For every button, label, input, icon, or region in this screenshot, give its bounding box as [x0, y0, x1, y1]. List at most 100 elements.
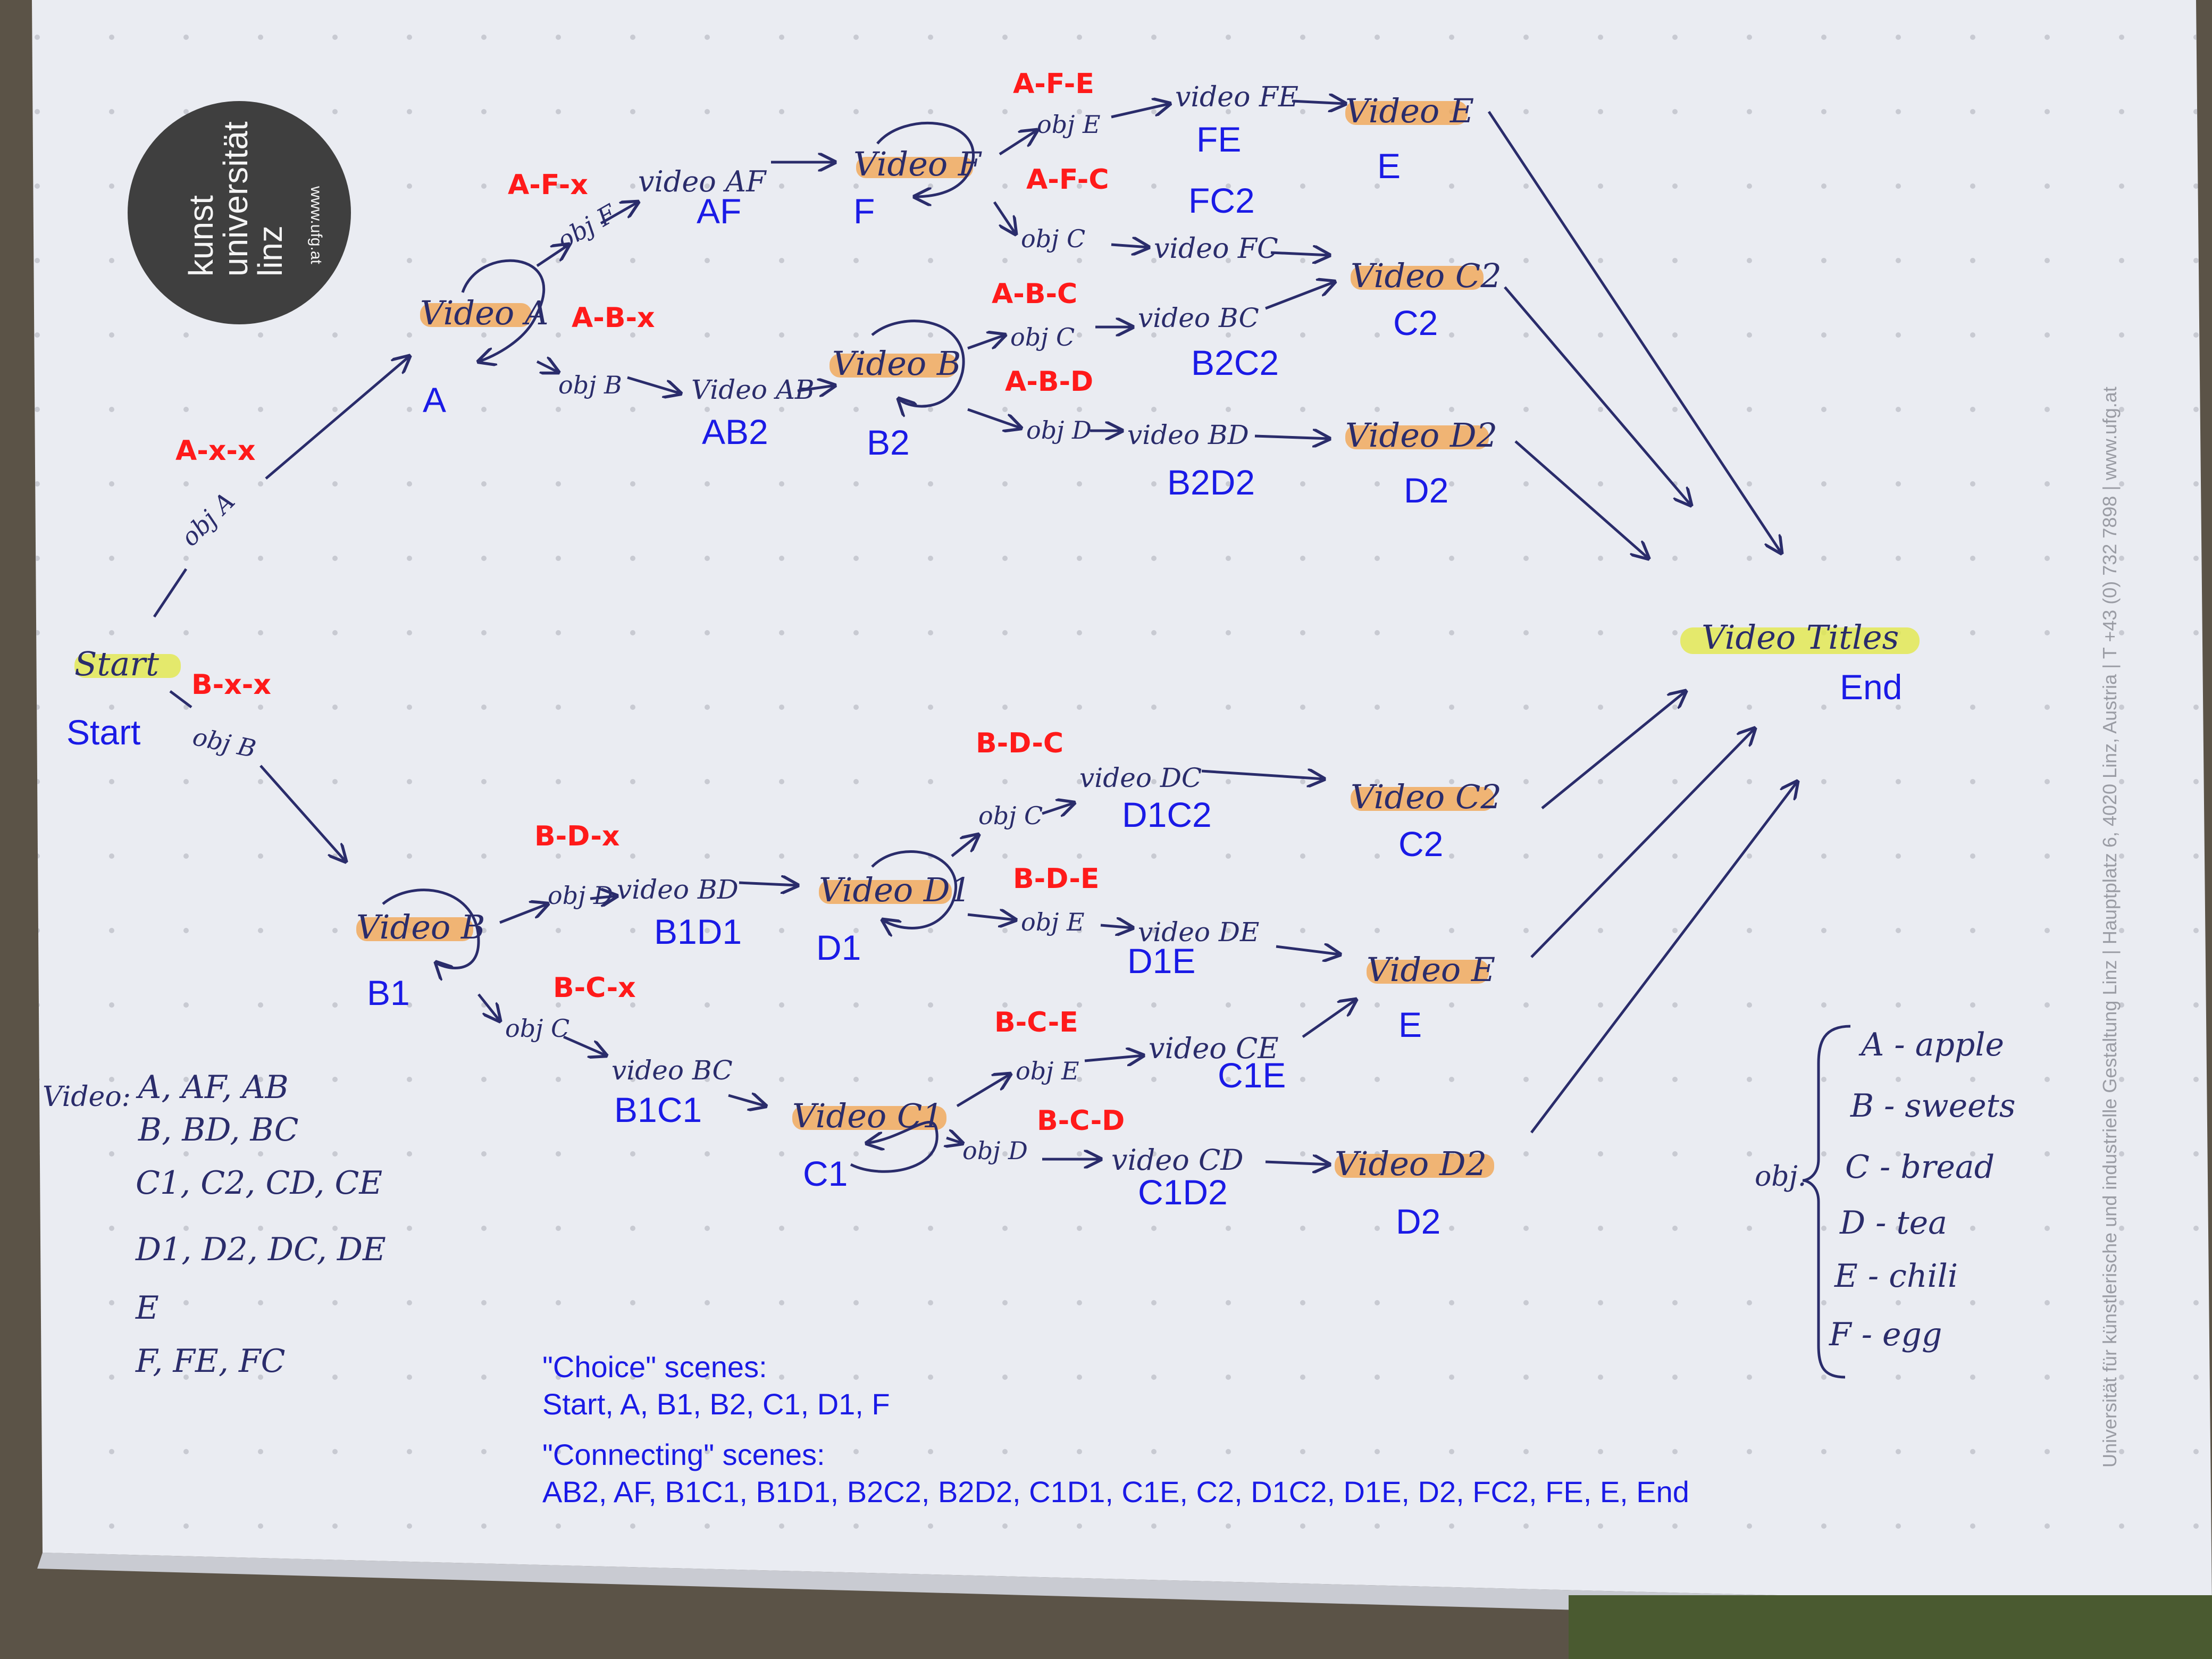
edge-videoC1-objE: [956, 1074, 1010, 1108]
side-imprint: Universität für künstlerische und indust…: [2099, 387, 2121, 1468]
scene-c2-top: C2: [1393, 303, 1438, 342]
choice-bcd: B-C-D: [1037, 1105, 1125, 1137]
scene-start: Start: [66, 713, 140, 752]
edge-objB-videoAB: [627, 376, 681, 393]
scene-c1: C1: [803, 1154, 848, 1193]
edge-videoB1C1-videoC1: [728, 1095, 766, 1106]
edge-videoEb-end: [1530, 728, 1755, 958]
loop-video-b2: [871, 320, 965, 406]
loop-video-f: [876, 121, 975, 197]
fabric-corner: [1569, 1595, 2212, 1659]
video-list-line-2: B, BD, BC: [138, 1111, 299, 1149]
scene-nodes: Start Video A video AF Video F video FE …: [74, 81, 1899, 1183]
scene-names: Start A AF F FE E FC2 C2 AB2 B2 B2C2 B2D…: [66, 120, 1902, 1241]
scene-c2-bot: C2: [1398, 824, 1443, 864]
obj-legend-item-5: E - chili: [1834, 1258, 1958, 1295]
hl-video-c2-top: [1351, 266, 1484, 290]
node-video-f-hand: Video F: [853, 145, 982, 183]
object-legend: obj. A - apple B - sweets C - bread D - …: [1755, 1025, 2016, 1379]
edge-videoF-objC: [993, 201, 1016, 234]
choice-loops: [382, 121, 975, 1173]
edge-videoA-objF: [536, 245, 569, 267]
edge-videoC1-objD: [946, 1138, 962, 1143]
obj-legend-brace: [1802, 1025, 1851, 1379]
choice-labels: A-x-x A-F-x A-B-x A-F-E A-F-C A-B-C A-B-…: [175, 68, 1125, 1137]
edge-objC-videoDC: [1042, 803, 1074, 814]
node-video-ab-hand: Video AB: [691, 374, 815, 405]
edge-videoBC-videoC2: [1265, 282, 1335, 310]
scene-d1e: D1E: [1127, 941, 1195, 981]
edge-videoB1-objC: [477, 993, 500, 1021]
hl-video-d1: [819, 880, 952, 904]
notes-connecting-title: "Connecting" scenes:: [542, 1438, 825, 1471]
edge-objB-videoB1: [259, 765, 346, 861]
edges: [153, 101, 1797, 1164]
obj-e-top-label: obj E: [1037, 110, 1101, 139]
edge-videoAB-videoB2: [797, 386, 835, 391]
scene-fe: FE: [1196, 120, 1241, 159]
obj-legend-item-6: F - egg: [1829, 1316, 1942, 1353]
node-start-hand: Start: [74, 644, 159, 683]
logo-line-2: universität: [216, 121, 255, 276]
logo-badge: [128, 101, 351, 324]
scene-b2: B2: [867, 423, 910, 462]
obj-e-d1-label: obj E: [1021, 908, 1085, 936]
obj-d-b2-label: obj D: [1026, 416, 1092, 445]
hl-video-b1: [356, 917, 473, 941]
edge-videoB1-objD: [499, 904, 548, 924]
node-video-c2-bot-hand: Video C2: [1351, 777, 1502, 816]
obj-d-b1-label: obj D: [548, 881, 613, 910]
scene-end: End: [1840, 667, 1902, 707]
choice-bce: B-C-E: [994, 1007, 1078, 1038]
node-video-e-bot-hand: Video E: [1367, 950, 1495, 989]
video-list-line-4: D1, D2, DC, DE: [135, 1231, 386, 1268]
edge-videoDC-videoC2: [1201, 771, 1324, 779]
highlights: [74, 101, 1920, 1178]
scene-d2-bot: D2: [1396, 1202, 1440, 1241]
choice-afc: A-F-C: [1026, 164, 1109, 196]
choice-axx: A-x-x: [175, 435, 256, 467]
scene-b1: B1: [367, 973, 410, 1012]
edge-objD-videoB1D1: [590, 896, 617, 899]
hl-video-d2-bot: [1335, 1154, 1494, 1178]
node-video-fc-hand: video FC: [1154, 233, 1278, 265]
scene-b1d1: B1D1: [654, 912, 742, 951]
obj-c-b2-label: obj C: [1010, 323, 1075, 351]
choice-abc: A-B-C: [992, 278, 1077, 310]
scene-d2-top: D2: [1404, 471, 1448, 510]
scene-fc2: FC2: [1188, 181, 1255, 220]
scene-e-top: E: [1377, 146, 1401, 186]
obj-c-top-label: obj C: [1021, 224, 1085, 253]
node-video-dc-hand: video DC: [1079, 763, 1202, 793]
choice-afx: A-F-x: [508, 169, 588, 201]
edge-videoC2-end: [1504, 286, 1691, 505]
edge-videoB2-objD: [967, 408, 1021, 428]
edge-videoCD-videoD2: [1265, 1162, 1329, 1164]
edge-start-objB: [169, 690, 192, 708]
logo-line-3: linz: [251, 225, 289, 276]
edge-videoBD-videoD2: [1254, 436, 1329, 439]
edge-videoF-objE: [999, 130, 1037, 156]
logo-line-1: kunst: [182, 195, 220, 276]
obj-c-b1-label: obj C: [505, 1014, 569, 1043]
node-video-a-hand: Video A: [420, 294, 549, 332]
node-video-c1-hand: Video C1: [792, 1096, 943, 1135]
node-video-cd-hand: video CD: [1111, 1143, 1244, 1177]
notes-choice-list: Start, A, B1, B2, C1, D1, F: [542, 1387, 890, 1421]
logo-text: kunst universität linz www.ufg.at: [182, 121, 325, 276]
loop-video-d1: [871, 850, 957, 928]
node-video-d1-hand: Video D1: [819, 870, 971, 909]
obj-legend-item-1: A - apple: [1858, 1026, 2004, 1063]
node-video-bc-hand: video BC: [1138, 303, 1259, 333]
edge-videoA-objB: [536, 362, 558, 372]
edge-videoB2-objC: [967, 335, 1005, 350]
edge-objC-videoB1C1: [563, 1035, 606, 1055]
choice-bde: B-D-E: [1013, 863, 1099, 895]
hl-video-c2-bot: [1351, 787, 1494, 811]
edge-objE-videoCE: [1084, 1055, 1143, 1061]
node-video-de-hand: video DE: [1138, 917, 1259, 948]
edge-videoB1D1-videoD1: [739, 883, 798, 885]
hl-video-e-top: [1345, 101, 1468, 125]
obj-e-c1-label: obj E: [1016, 1057, 1079, 1085]
